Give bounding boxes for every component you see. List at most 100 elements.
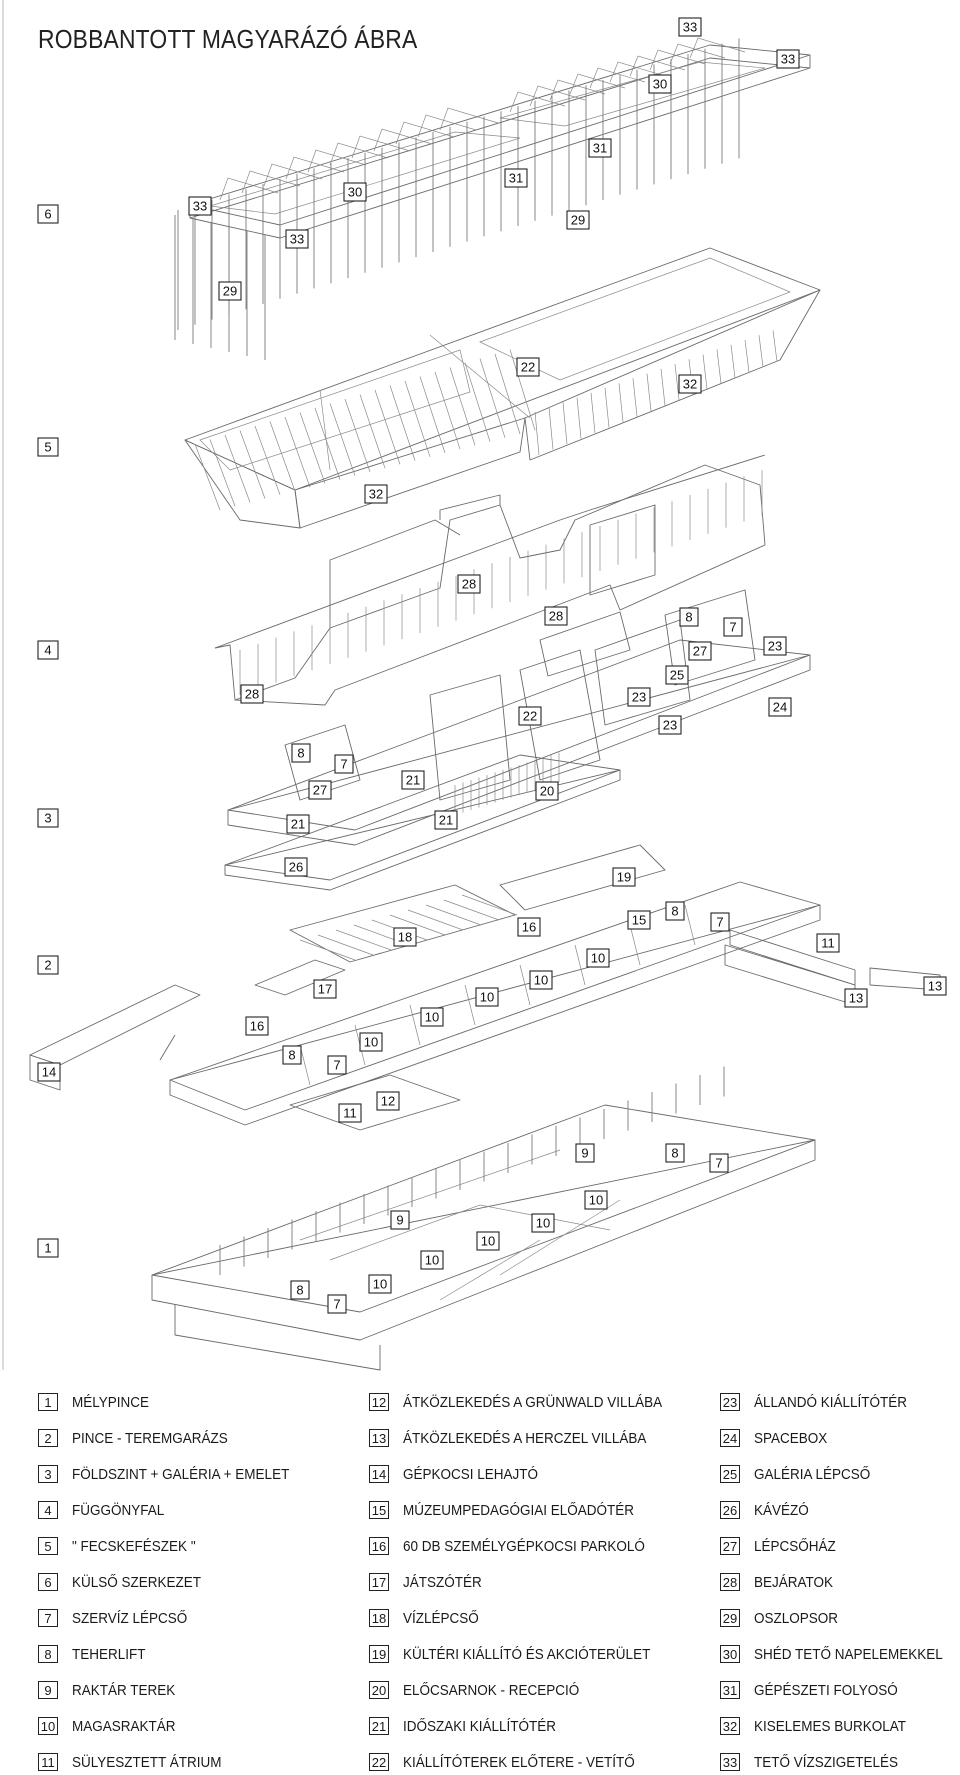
- legend-number: 23: [720, 1393, 740, 1411]
- legend-label: MAGASRAKTÁR: [72, 1717, 176, 1735]
- callout-33: 33: [678, 17, 702, 37]
- callout-label: 16: [250, 1019, 264, 1034]
- callout-label: 10: [534, 973, 548, 988]
- legend-item-20: 20 ELŐCSARNOK - RECEPCIÓ: [369, 1677, 599, 1703]
- callout-label: 10: [364, 1035, 378, 1050]
- callout-27: 27: [688, 641, 712, 661]
- callout-label: 29: [223, 284, 237, 299]
- callout-label: 10: [425, 1010, 439, 1025]
- level-marker-label: 5: [44, 440, 51, 455]
- legend-label: LÉPCSŐHÁZ: [754, 1537, 836, 1555]
- legend-number: 19: [369, 1645, 389, 1663]
- legend-label: GÉPÉSZETI FOLYOSÓ: [754, 1681, 898, 1699]
- callout-label: 15: [632, 913, 646, 928]
- callout-label: 28: [462, 577, 476, 592]
- callout-32: 32: [678, 374, 702, 394]
- callout-33: 33: [188, 196, 212, 216]
- legend-label: KÜLSŐ SZERKEZET: [72, 1573, 202, 1591]
- legend-label: SPACEBOX: [754, 1429, 828, 1447]
- callout-22: 22: [518, 706, 542, 726]
- diagram-title: ROBBANTOTT MAGYARÁZÓ ÁBRA: [38, 24, 418, 54]
- level-marker-label: 4: [44, 643, 51, 658]
- callout-32: 32: [364, 484, 388, 504]
- callout-label: 7: [340, 757, 347, 772]
- legend-number: 14: [369, 1465, 389, 1483]
- callout-label: 9: [581, 1146, 588, 1161]
- legend-number: 5: [38, 1537, 58, 1555]
- callout-8: 8: [291, 743, 311, 763]
- callout-label: 7: [715, 1156, 722, 1171]
- callout-label: 31: [509, 171, 523, 186]
- callout-label: 21: [406, 773, 420, 788]
- level-marker-2: 2: [37, 955, 59, 975]
- legend-label: ÁTKÖZLEKEDÉS A HERCZEL VILLÁBA: [403, 1429, 647, 1447]
- legend-label: " FECSKEFÉSZEK ": [72, 1537, 196, 1555]
- callout-11: 11: [338, 1103, 362, 1123]
- legend-number: 13: [369, 1429, 389, 1447]
- legend-item-22: 22 KIÁLLÍTÓTEREK ELŐTERE - VETÍTŐ: [369, 1749, 661, 1775]
- callout-label: 8: [296, 1283, 303, 1298]
- callout-24: 24: [768, 697, 792, 717]
- legend-number: 20: [369, 1681, 389, 1699]
- callout-label: 13: [928, 979, 942, 994]
- callout-label: 33: [290, 232, 304, 247]
- legend-number: 7: [38, 1609, 58, 1627]
- callout-14: 14: [37, 1062, 61, 1082]
- legend-number: 21: [369, 1717, 389, 1735]
- legend-label: ELŐCSARNOK - RECEPCIÓ: [403, 1681, 580, 1699]
- level-marker-6: 6: [37, 204, 59, 224]
- legend-number: 9: [38, 1681, 58, 1699]
- callout-21: 21: [434, 810, 458, 830]
- callout-16: 16: [517, 917, 541, 937]
- callout-23: 23: [763, 636, 787, 656]
- callout-28: 28: [457, 574, 481, 594]
- legend-item-13: 13 ÁTKÖZLEKEDÉS A HERCZEL VILLÁBA: [369, 1425, 673, 1451]
- legend-number: 33: [720, 1753, 740, 1771]
- callout-22: 22: [516, 357, 540, 377]
- callout-10: 10: [368, 1274, 392, 1294]
- callout-label: 8: [288, 1048, 295, 1063]
- callout-23: 23: [627, 687, 651, 707]
- callout-label: 8: [671, 904, 678, 919]
- legend-label: OSZLOPSOR: [754, 1609, 839, 1627]
- callout-7: 7: [710, 912, 730, 932]
- callout-20: 20: [535, 781, 559, 801]
- callout-label: 12: [381, 1094, 395, 1109]
- callout-label: 33: [683, 20, 697, 35]
- callout-label: 16: [522, 920, 536, 935]
- legend-label: JÁTSZÓTÉR: [403, 1573, 482, 1591]
- callout-label: 22: [523, 709, 537, 724]
- legend-label: TETŐ VÍZSZIGETELÉS: [754, 1753, 899, 1771]
- legend-number: 22: [369, 1753, 389, 1771]
- callout-label: 31: [593, 141, 607, 156]
- legend-number: 4: [38, 1501, 58, 1519]
- callout-label: 28: [245, 687, 259, 702]
- legend-label: SZERVÍZ LÉPCSŐ: [72, 1609, 188, 1627]
- callout-13: 13: [923, 976, 947, 996]
- callout-19: 19: [612, 867, 636, 887]
- legend-label: KIÁLLÍTÓTEREK ELŐTERE - VETÍTŐ: [403, 1753, 635, 1771]
- callout-15: 15: [627, 910, 651, 930]
- callout-label: 14: [42, 1065, 56, 1080]
- level-marker-1: 1: [37, 1238, 59, 1258]
- legend-item-5: 5 " FECSKEFÉSZEK ": [38, 1533, 209, 1559]
- callout-label: 23: [632, 690, 646, 705]
- legend-label: SHÉD TETŐ NAPELEMEKKEL: [754, 1645, 943, 1663]
- legend-number: 3: [38, 1465, 58, 1483]
- callout-label: 19: [617, 870, 631, 885]
- layer-3-ground-floor: [224, 589, 811, 891]
- callout-7: 7: [709, 1153, 729, 1173]
- callout-28: 28: [544, 606, 568, 626]
- callout-10: 10: [586, 948, 610, 968]
